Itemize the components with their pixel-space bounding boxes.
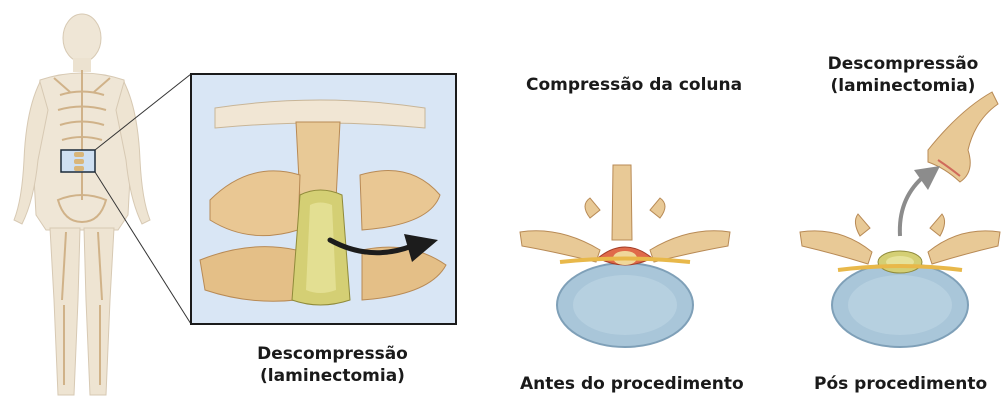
lift-arrow-head [914,166,940,190]
after-title: Descompressão (laminectomia) [818,53,988,97]
zoom-caption: Descompressão (laminectomia) [250,343,415,387]
human-body-figure [14,14,191,395]
vertebra-before [520,165,730,347]
after-label: Pós procedimento [814,373,986,395]
zoom-caption-line2: (laminectomia) [250,365,415,387]
after-title-line2: (laminectomia) [818,75,988,97]
vertebra-after [800,92,1000,347]
before-title: Compressão da coluna [526,74,696,96]
zoom-caption-line1: Descompressão [250,343,415,365]
before-label: Antes do procedimento [520,373,720,395]
zoom-panel [191,74,456,324]
lift-arrow [900,178,922,236]
after-title-line1: Descompressão [818,53,988,75]
